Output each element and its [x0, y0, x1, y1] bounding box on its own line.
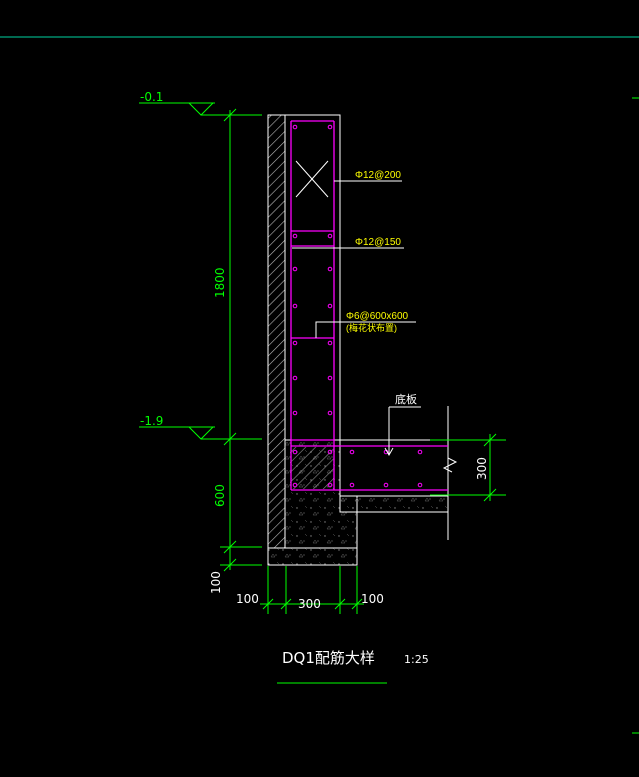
rebar-label-vertical: Φ12@150 [355, 237, 401, 248]
level-marker-top [139, 102, 262, 116]
right-edge-ticks [632, 97, 639, 734]
dim-footing-height: 600 [213, 484, 227, 507]
rebar-cage [290, 120, 448, 491]
rebar-cross-mark [295, 160, 329, 198]
dim-wall-width: 300 [298, 597, 321, 611]
level-top-label: -0.1 [140, 90, 163, 104]
footing-hatch-core [290, 447, 334, 489]
concrete-wall [284, 114, 341, 441]
dim-right-offset: 100 [361, 592, 384, 606]
vertical-dimension-chain [220, 108, 262, 572]
rebar-label-horizontal: Φ12@200 [355, 170, 401, 181]
rebar-label-tie: Φ6@600x600 [346, 311, 408, 322]
dim-bed-thickness: 100 [209, 571, 223, 594]
slab-label: 底板 [395, 392, 417, 406]
slab-thickness-dimension [430, 433, 506, 502]
dim-wall-height: 1800 [213, 267, 227, 298]
dim-left-offset: 100 [236, 592, 259, 606]
slab-cushion [339, 495, 449, 513]
drawing-title: DQ1配筋大样 [282, 649, 375, 667]
drawing-scale: 1:25 [404, 653, 429, 666]
rebar-label-tie-note: (梅花状布置) [346, 322, 397, 333]
brick-masonry-layer [267, 114, 286, 549]
level-mid-label: -1.9 [140, 414, 163, 428]
slab-break-line [442, 406, 458, 540]
horizontal-dimension-chain [260, 566, 364, 614]
level-marker-mid [139, 426, 262, 440]
rebar-leader-lines [292, 180, 416, 338]
slab-label-leader [384, 406, 421, 457]
rebar-dots [292, 124, 423, 488]
bed-course [267, 547, 358, 566]
dim-slab-thickness: 300 [475, 457, 489, 480]
